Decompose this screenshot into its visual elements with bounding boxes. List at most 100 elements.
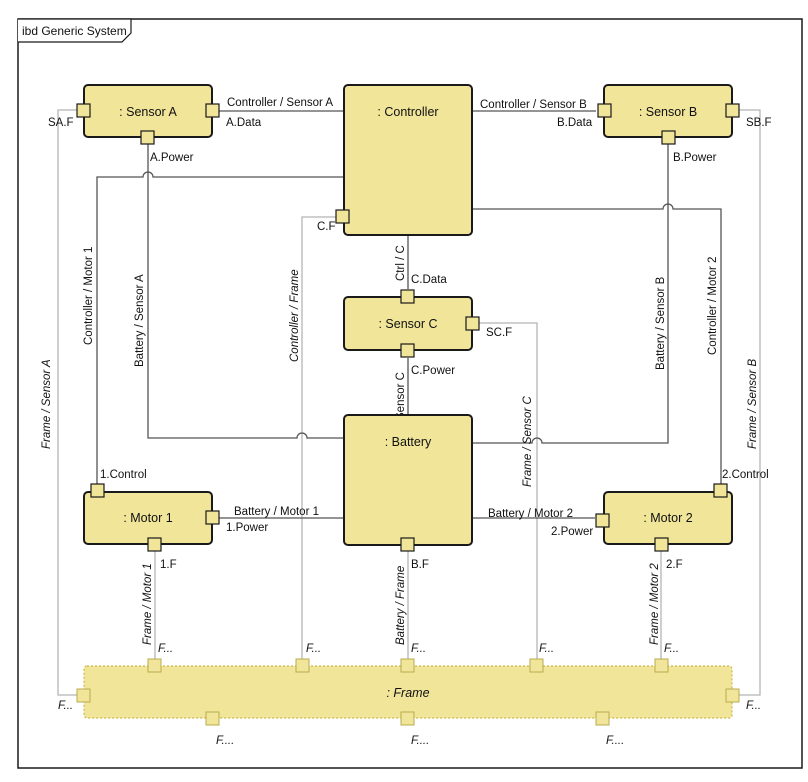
port-label-c-power: C.Power — [411, 365, 455, 377]
port-label-a-data: A.Data — [226, 117, 262, 129]
port-sa-f[interactable] — [76, 103, 91, 118]
label-controller-motor2: Controller / Motor 2 — [707, 257, 719, 355]
port-sc-f[interactable] — [465, 316, 480, 331]
port-label-frame-top-1: F... — [158, 643, 173, 655]
block-sensor-c-name: : Sensor C — [378, 317, 437, 331]
port-label-2-f: 2.F — [666, 559, 683, 571]
port-frame-bottom-1[interactable] — [205, 711, 220, 726]
port-frame-top-5[interactable] — [654, 658, 669, 673]
port-frame-top-1[interactable] — [147, 658, 162, 673]
block-battery[interactable]: : Battery — [343, 414, 473, 546]
port-label-frame-bottom-1: F.... — [216, 735, 234, 747]
label-controller-sensor-b: Controller / Sensor B — [480, 99, 587, 111]
port-labels: SA.F A.Data A.Power B.Data SB.F B.Power … — [48, 117, 772, 747]
port-c-power[interactable] — [400, 343, 415, 358]
label-frame-motor1: Frame / Motor 1 — [142, 563, 154, 645]
frame-connectors — [57, 109, 761, 696]
port-frame-left[interactable] — [76, 688, 91, 703]
connector-controller-motor2[interactable] — [473, 203, 722, 484]
port-2-power[interactable] — [595, 513, 610, 528]
port-c-data[interactable] — [400, 289, 415, 304]
connectors — [96, 110, 722, 519]
port-1-f[interactable] — [147, 537, 162, 552]
port-1-power[interactable] — [205, 510, 220, 525]
connector-battery-sensor-b[interactable] — [473, 143, 669, 444]
port-frame-top-4[interactable] — [529, 658, 544, 673]
label-battery-motor1: Battery / Motor 1 — [234, 506, 319, 518]
block-controller-name: : Controller — [377, 105, 438, 119]
label-controller-motor1: Controller / Motor 1 — [83, 247, 95, 345]
connector-controller-motor1[interactable] — [96, 171, 343, 484]
label-battery-frame: Battery / Frame — [395, 566, 407, 645]
port-label-a-power: A.Power — [150, 152, 194, 164]
port-b-data[interactable] — [597, 103, 612, 118]
port-label-c-data: C.Data — [411, 274, 447, 286]
connector-frame-sensor-b[interactable] — [733, 109, 761, 696]
port-2-control[interactable] — [713, 483, 728, 498]
block-motor2[interactable]: : Motor 2 — [603, 491, 733, 545]
port-label-frame-top-5: F... — [664, 643, 679, 655]
diagram-title-tab — [18, 18, 132, 43]
connector-frame-sensor-a[interactable] — [57, 109, 82, 696]
label-battery-sensor-b: Battery / Sensor B — [655, 276, 667, 370]
port-c-f[interactable] — [335, 209, 350, 224]
port-frame-top-2[interactable] — [295, 658, 310, 673]
port-label-frame-top-3: F... — [411, 643, 426, 655]
port-a-power[interactable] — [140, 130, 155, 145]
port-a-data[interactable] — [205, 103, 220, 118]
port-frame-right[interactable] — [725, 688, 740, 703]
port-b-power[interactable] — [661, 130, 676, 145]
port-sb-f[interactable] — [725, 103, 740, 118]
connector-battery-sensor-a[interactable] — [147, 143, 343, 439]
ports — [76, 103, 740, 726]
block-sensor-a-name: : Sensor A — [119, 105, 177, 119]
label-frame-sensor-a: Frame / Sensor A — [41, 359, 53, 449]
label-ctrl-c: Ctrl / C — [395, 245, 407, 281]
label-controller-frame: Controller / Frame — [289, 269, 301, 362]
diagram-title: ibd Generic System — [22, 24, 127, 38]
port-label-c-f: C.F — [317, 221, 336, 233]
block-motor1-name: : Motor 1 — [123, 511, 172, 525]
port-label-b-data: B.Data — [557, 117, 593, 129]
block-motor1[interactable]: : Motor 1 — [83, 491, 213, 545]
block-controller[interactable]: : Controller — [343, 84, 473, 236]
label-battery-motor2: Battery / Motor 2 — [488, 508, 573, 520]
port-b-f[interactable] — [400, 537, 415, 552]
port-label-2-control: 2.Control — [722, 469, 769, 481]
port-label-frame-top-4: F... — [539, 643, 554, 655]
port-frame-bottom-2[interactable] — [400, 711, 415, 726]
port-frame-bottom-3[interactable] — [595, 711, 610, 726]
port-label-frame-right: F... — [746, 700, 761, 712]
connector-frame-sensor-c[interactable] — [473, 322, 538, 665]
label-battery-sensor-c-group: Battery / Sensor C — [395, 372, 407, 466]
block-sensor-b-name: : Sensor B — [639, 105, 697, 119]
label-frame-sensor-b: Frame / Sensor B — [747, 359, 759, 449]
port-label-b-power: B.Power — [673, 152, 717, 164]
port-1-control[interactable] — [90, 483, 105, 498]
port-frame-top-3[interactable] — [400, 658, 415, 673]
port-label-1-control: 1.Control — [100, 469, 147, 481]
block-battery-name: : Battery — [385, 435, 432, 449]
port-label-sb-f: SB.F — [746, 117, 772, 129]
port-label-sa-f: SA.F — [48, 117, 74, 129]
port-2-f[interactable] — [654, 537, 669, 552]
block-sensor-a[interactable]: : Sensor A — [83, 84, 213, 138]
port-label-2-power: 2.Power — [551, 526, 593, 538]
block-frame[interactable]: : Frame — [83, 665, 733, 719]
label-frame-sensor-c: Frame / Sensor C — [522, 396, 534, 487]
block-frame-name: : Frame — [386, 686, 429, 700]
port-label-sc-f: SC.F — [486, 327, 512, 339]
label-battery-sensor-c: Battery / Sensor C — [395, 372, 407, 466]
label-frame-motor2: Frame / Motor 2 — [649, 563, 661, 645]
port-label-frame-left: F... — [58, 700, 73, 712]
block-motor2-name: : Motor 2 — [643, 511, 692, 525]
block-sensor-b[interactable]: : Sensor B — [603, 84, 733, 138]
label-battery-sensor-a: Battery / Sensor A — [134, 274, 146, 367]
connector-controller-frame[interactable] — [301, 216, 342, 665]
block-sensor-c[interactable]: : Sensor C — [343, 296, 473, 351]
port-label-1-f: 1.F — [160, 559, 177, 571]
diagram-frame — [17, 18, 803, 769]
label-controller-sensor-a: Controller / Sensor A — [227, 97, 333, 109]
port-label-b-f: B.F — [411, 559, 429, 571]
